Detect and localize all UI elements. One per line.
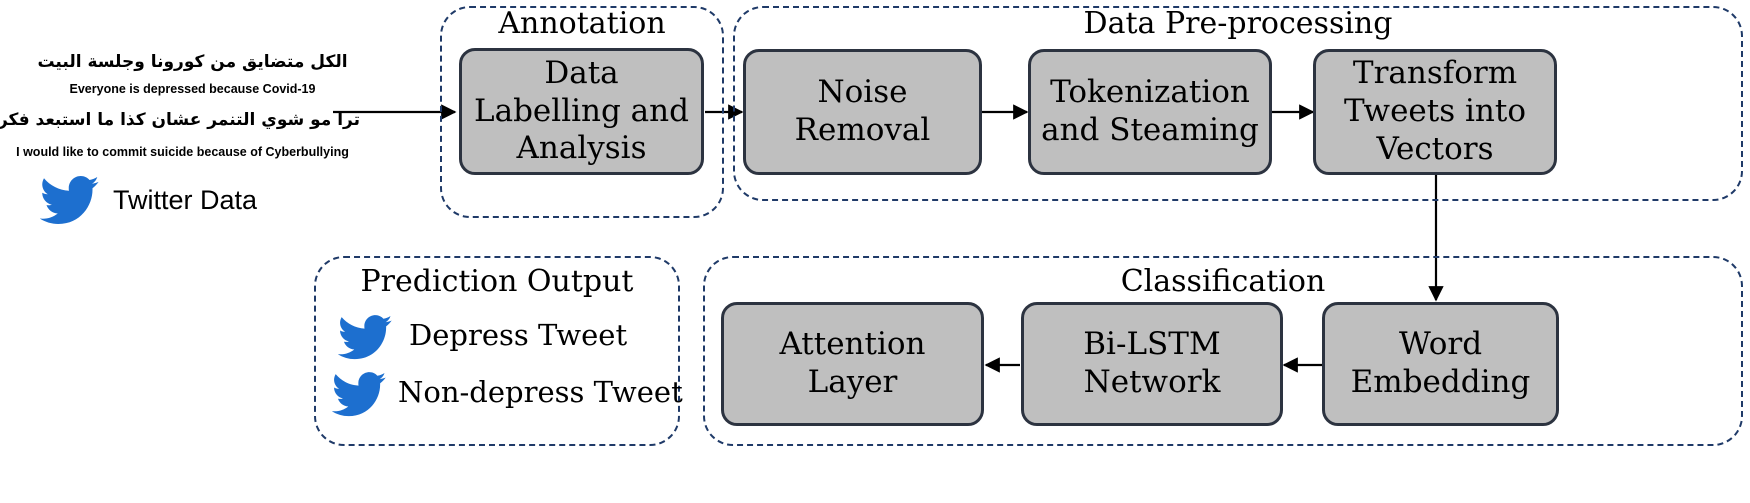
step-noise-removal-label: Noise Removal bbox=[794, 74, 931, 148]
tweet-english-1: Everyone is depressed because Covid-19 bbox=[69, 82, 316, 96]
step-data-labelling: Data Labelling and Analysis bbox=[459, 48, 704, 175]
step-transform-vectors-label: Transform Tweets into Vectors bbox=[1343, 55, 1527, 167]
group-preprocessing: Data Pre-processing bbox=[733, 6, 1743, 201]
step-bilstm-label: Bi-LSTM Network bbox=[1083, 326, 1221, 400]
twitter-data-label: Twitter Data bbox=[113, 185, 258, 215]
group-annotation-title: Annotation bbox=[498, 6, 666, 41]
tweet-arabic-1: الكل متضايق من كورونا وجلسة البيت bbox=[37, 52, 348, 72]
step-attention-layer: Attention Layer bbox=[721, 302, 984, 426]
group-prediction-title: Prediction Output bbox=[360, 264, 634, 299]
output-depress-tweet: Depress Tweet bbox=[409, 318, 628, 352]
group-annotation: Annotation bbox=[440, 6, 724, 218]
step-tokenization-label: Tokenization and Steaming bbox=[1041, 74, 1259, 148]
step-word-embedding: Word Embedding bbox=[1322, 302, 1559, 426]
group-classification-title: Classification bbox=[1120, 264, 1326, 299]
step-noise-removal: Noise Removal bbox=[743, 49, 982, 175]
tweet-english-2: I would like to commit suicide because o… bbox=[16, 145, 349, 159]
step-tokenization: Tokenization and Steaming bbox=[1028, 49, 1272, 175]
step-data-labelling-label: Data Labelling and Analysis bbox=[474, 54, 689, 167]
step-bilstm: Bi-LSTM Network bbox=[1021, 302, 1283, 426]
non-depress-tweet-bird-icon bbox=[332, 372, 387, 417]
depress-tweet-bird-icon bbox=[338, 315, 393, 360]
group-preprocessing-title: Data Pre-processing bbox=[1083, 6, 1393, 41]
step-word-embedding-label: Word Embedding bbox=[1350, 326, 1531, 400]
group-prediction: Prediction Output bbox=[314, 256, 680, 446]
group-classification: Classification bbox=[703, 256, 1743, 446]
output-non-depress-tweet: Non-depress Tweet bbox=[398, 375, 683, 409]
step-transform-vectors: Transform Tweets into Vectors bbox=[1313, 49, 1557, 175]
step-attention-layer-label: Attention Layer bbox=[779, 326, 926, 400]
twitter-bird-icon bbox=[40, 176, 99, 224]
tweet-arabic-2: ترا مو شوي التنمر عشان كذا ما استبعد فكر… bbox=[0, 110, 360, 130]
